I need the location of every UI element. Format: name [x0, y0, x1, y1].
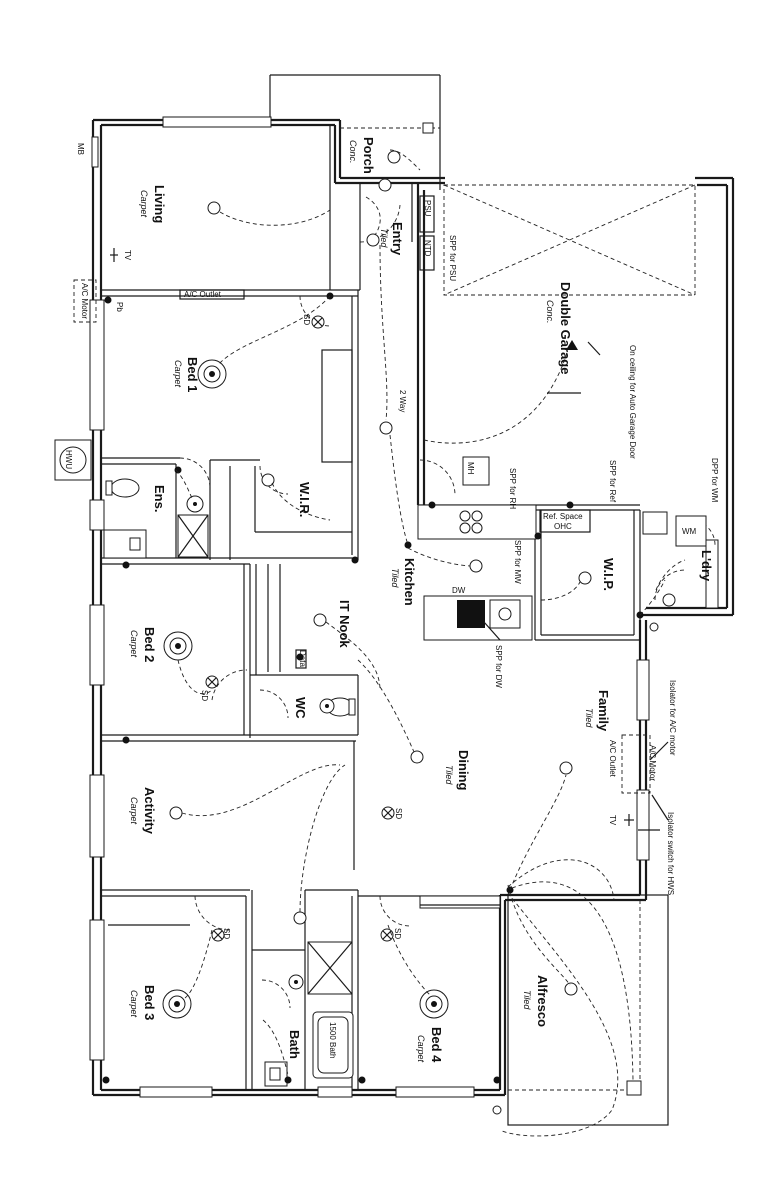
windows — [89, 116, 719, 1098]
floor-dining: Tiled — [444, 765, 454, 785]
label-data: Data — [298, 650, 307, 667]
outdoor-areas — [269, 74, 669, 1126]
external-walls — [91, 118, 735, 1097]
floor-bed-3: Carpet — [129, 990, 139, 1018]
room-activity: Activity — [142, 787, 157, 835]
label-pb: Pb — [115, 302, 124, 312]
label-isolator-hws: Isolator switch for HWS — [666, 812, 675, 895]
floor-family: Tiled — [584, 708, 594, 728]
label-ohc: OHC — [554, 522, 572, 531]
label-ac-motor-west: A/C Motor — [80, 283, 89, 319]
room-bed-1: Bed 1 — [185, 357, 200, 392]
room-bed-2: Bed 2 — [142, 627, 157, 662]
label-sd-bed2: SD — [200, 690, 209, 701]
room-double-garage: Double Garage — [558, 282, 573, 374]
room-bath: Bath — [287, 1030, 302, 1059]
room-family: Family — [596, 690, 611, 732]
fixtures — [54, 439, 707, 1087]
floor-bed-1: Carpet — [173, 360, 183, 388]
annotation-labels: MB TV A/C Motor A/C Outlet Pb SD HWU PSU… — [64, 143, 719, 1058]
label-ref-space: Ref. Space — [543, 512, 583, 521]
room-bed-3: Bed 3 — [142, 985, 157, 1020]
label-ntd: NTD — [423, 240, 432, 257]
floor-porch: Conc. — [348, 140, 358, 164]
label-1500-bath: 1500 Bath — [328, 1022, 337, 1058]
label-dpp-wm: DPP for WM — [710, 458, 719, 503]
floor-bed-4: Carpet — [416, 1035, 426, 1063]
room-dining: Dining — [456, 750, 471, 790]
label-spp-mw: SPP for MW — [513, 540, 522, 584]
floor-alfresco: Tiled — [522, 990, 532, 1010]
label-2-way: 2 Way — [398, 390, 407, 412]
room-labels: Porch Conc. Living Carpet Entry Tiled Do… — [129, 137, 714, 1063]
room-ens: Ens. — [152, 485, 167, 512]
wiring — [175, 149, 686, 1137]
label-hwu: HWU — [64, 450, 73, 469]
label-psu: PSU — [423, 200, 432, 217]
label-sd-dining: SD — [394, 808, 403, 819]
floor-kitchen: Tiled — [390, 568, 400, 588]
label-spp-psu: SPP for PSU — [448, 235, 457, 281]
label-sd-bed1: SD — [302, 314, 311, 325]
room-alfresco: Alfresco — [535, 975, 550, 1027]
label-auto-door: On ceiling for Auto Garage Door — [628, 345, 637, 459]
lights — [162, 150, 676, 1019]
room-wir: W.I.R. — [297, 482, 312, 517]
room-bed-4: Bed 4 — [429, 1027, 444, 1063]
room-wc: WC — [293, 697, 308, 719]
label-sd-bed4: SD — [393, 928, 402, 939]
label-wm: WM — [682, 527, 697, 536]
label-spp-rh: SPP for RH — [508, 468, 517, 509]
label-tv-west: TV — [123, 250, 132, 261]
floor-entry: Tiled — [379, 228, 389, 248]
label-ac-outlet-east: A/C Outlet — [608, 740, 617, 778]
label-ac-outlet-west: A/C Outlet — [184, 290, 222, 299]
label-mh: MH — [466, 462, 475, 475]
floor-living: Carpet — [139, 190, 149, 218]
label-tv-east: TV — [608, 815, 617, 826]
room-living: Living — [152, 185, 167, 223]
floor-activity: Carpet — [129, 797, 139, 825]
room-entry: Entry — [390, 222, 405, 256]
smoke-detectors — [205, 315, 395, 942]
label-spp-ref: SPP for Ref — [608, 460, 617, 503]
label-ac-motor-east: A/C Motor — [648, 745, 657, 781]
internal-walls — [101, 125, 641, 1090]
label-spp-dw: SPP for DW — [494, 645, 503, 688]
garage-door-outline — [443, 184, 696, 394]
switches — [102, 292, 644, 1084]
label-dw: DW — [452, 586, 466, 595]
label-sd-bed3: SD — [222, 928, 231, 939]
room-porch: Porch — [361, 137, 376, 174]
room-wip: W.I.P. — [601, 558, 616, 591]
room-ldry: L'dry — [699, 550, 714, 582]
label-mb: MB — [76, 143, 85, 155]
floor-bed-2: Carpet — [129, 630, 139, 658]
symbols — [73, 195, 669, 1115]
floor-double-garage: Conc. — [545, 300, 555, 324]
room-kitchen: Kitchen — [402, 558, 417, 606]
room-it-nook: IT Nook — [337, 600, 352, 648]
label-isolator-ac: Isolator for A/C motor — [668, 680, 677, 756]
